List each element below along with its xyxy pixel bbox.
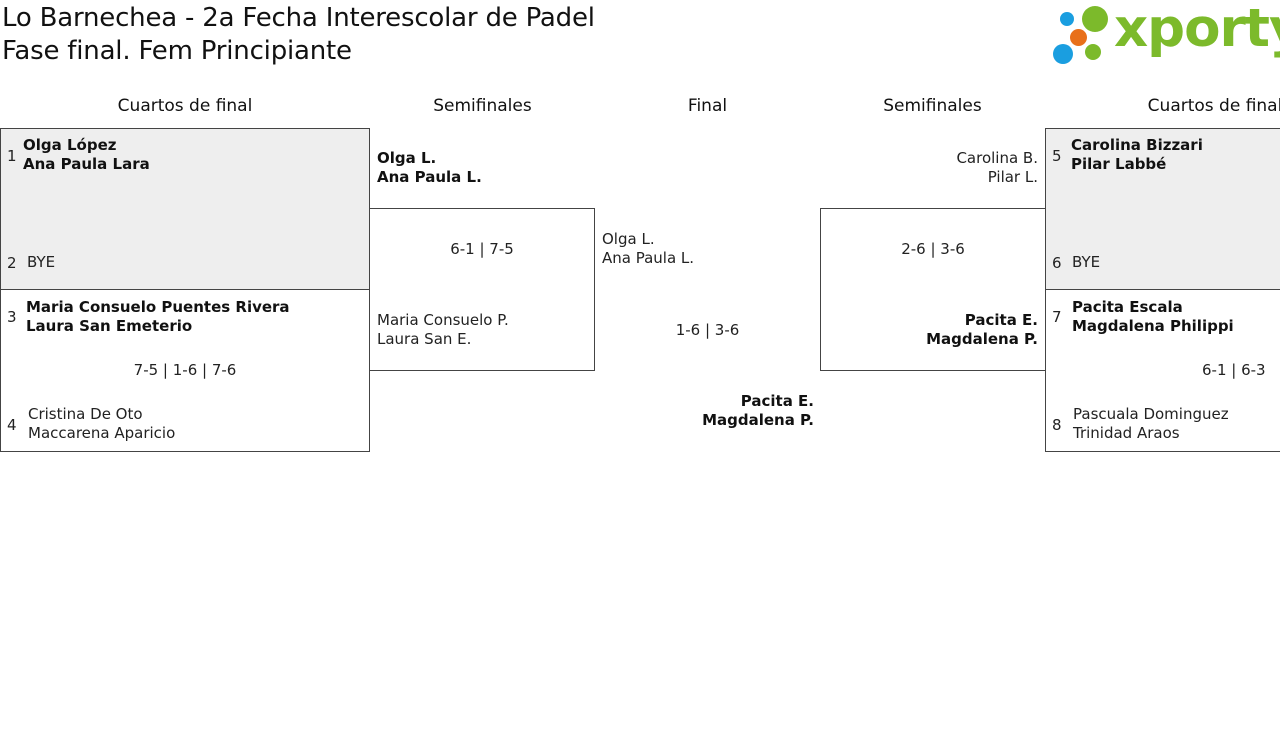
- right-quarter-match-1[interactable]: [1045, 128, 1280, 290]
- player-name: Pilar L.: [987, 168, 1038, 186]
- player-name: Pacita E.: [964, 311, 1038, 329]
- player-name: Magdalena P.: [702, 411, 814, 429]
- player-name: Magdalena Philippi: [1072, 317, 1234, 335]
- match-score: 6-1 | 6-3: [1202, 361, 1266, 379]
- page-subtitle: Fase final. Fem Principiante: [2, 36, 352, 66]
- player-name: Pacita Escala: [1072, 298, 1183, 316]
- player-name: Olga L.: [377, 149, 437, 167]
- player-name: Olga L.: [602, 230, 655, 248]
- player-name: Maccarena Aparicio: [28, 424, 176, 442]
- match-score: 2-6 | 3-6: [901, 240, 965, 258]
- xporty-logo[interactable]: xporty: [1052, 0, 1280, 66]
- seed-number: 4: [7, 416, 17, 434]
- player-name: BYE: [1072, 253, 1101, 271]
- header-left-semis: Semifinales: [433, 96, 532, 116]
- player-name: Ana Paula L.: [602, 249, 695, 267]
- page-title: Lo Barnechea - 2a Fecha Interescolar de …: [2, 3, 595, 33]
- logo-dot-green: [1082, 6, 1108, 32]
- player-name: Ana Paula L.: [377, 168, 482, 186]
- seed-number: 6: [1052, 254, 1062, 272]
- header-right-quarters: Cuartos de final: [1147, 96, 1280, 116]
- header-left-quarters: Cuartos de final: [117, 96, 253, 116]
- match-score: 7-5 | 1-6 | 7-6: [133, 361, 237, 379]
- match-score: 6-1 | 7-5: [450, 240, 514, 258]
- player-name: Carolina B.: [956, 149, 1038, 167]
- logo-text: xporty: [1114, 0, 1280, 59]
- player-name: Maria Consuelo P.: [377, 311, 509, 329]
- seed-number: 1: [7, 147, 17, 165]
- player-name: Laura San E.: [377, 330, 472, 348]
- player-name: Pacita E.: [740, 392, 814, 410]
- seed-number: 7: [1052, 308, 1062, 326]
- match-score: 1-6 | 3-6: [675, 321, 740, 339]
- header-final: Final: [687, 96, 728, 116]
- logo-dot-green-small: [1085, 44, 1101, 60]
- logo-dot-blue-large: [1053, 44, 1073, 64]
- left-quarter-match-1[interactable]: [0, 128, 370, 290]
- player-name: BYE: [27, 253, 56, 271]
- player-name: Pascuala Dominguez: [1073, 405, 1229, 423]
- right-quarter-match-2[interactable]: [1045, 289, 1280, 452]
- logo-dot-orange: [1070, 29, 1087, 46]
- player-name: Magdalena P.: [926, 330, 1038, 348]
- seed-number: 2: [7, 254, 17, 272]
- player-name: Ana Paula Lara: [23, 155, 150, 173]
- player-name: Olga López: [23, 136, 117, 154]
- player-name: Laura San Emeterio: [26, 317, 193, 335]
- logo-dot-blue: [1060, 12, 1074, 26]
- player-name: Pilar Labbé: [1071, 155, 1167, 173]
- player-name: Carolina Bizzari: [1071, 136, 1203, 154]
- header-right-semis: Semifinales: [883, 96, 982, 116]
- seed-number: 8: [1052, 416, 1062, 434]
- seed-number: 3: [7, 308, 17, 326]
- left-semi-match[interactable]: [369, 208, 595, 371]
- seed-number: 5: [1052, 147, 1062, 165]
- player-name: Cristina De Oto: [28, 405, 143, 423]
- player-name: Trinidad Araos: [1073, 424, 1180, 442]
- player-name: Maria Consuelo Puentes Rivera: [26, 298, 290, 316]
